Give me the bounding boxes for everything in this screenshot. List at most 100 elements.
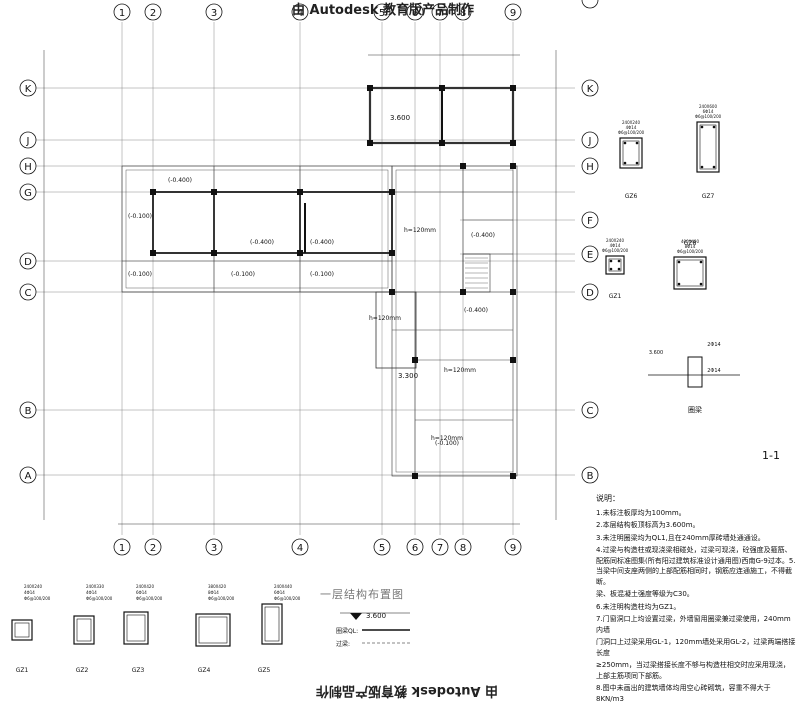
rebar-dot	[712, 165, 716, 169]
axis-bubble-bottom-label: 6	[412, 543, 418, 554]
column-name: GZ2	[76, 667, 89, 674]
axis-bubble-right-label: K	[587, 84, 594, 95]
axis-bubble-bottom-label: 4	[297, 543, 303, 554]
column-spec: 4Φ14	[610, 243, 621, 248]
axis-bubble-left-label: D	[24, 257, 32, 268]
axis-bubbles: 123456789123456789KJHGDCBAKJHFEDCBA	[19, 0, 599, 556]
axis-bubble-bottom-label: 5	[379, 543, 385, 554]
slab-thickness-label: h=120mm	[404, 227, 436, 234]
structural-column	[367, 140, 373, 146]
axis-bubble-right	[581, 283, 599, 301]
column-spec: 8Φ14	[685, 244, 696, 249]
ring-beam-top-rebar: 2Φ14	[707, 342, 720, 348]
axis-bubble-bottom	[504, 538, 522, 556]
axis-bubble-right-label: F	[587, 216, 593, 227]
structural-column	[389, 250, 395, 256]
slab-thickness-label: h=120mm	[369, 315, 401, 322]
structural-column	[412, 357, 418, 363]
axis-bubble-right	[581, 131, 599, 149]
structural-column	[389, 189, 395, 195]
axis-bubble-right-label: H	[586, 162, 594, 173]
column-section	[195, 613, 231, 647]
watermark-bottom: 由 Autodesk 教育版产品制作	[316, 683, 499, 698]
axis-bubble-top-label: 7	[437, 8, 443, 19]
slab-offset-label: (-0.400)	[310, 239, 334, 246]
axis-bubble-top	[406, 3, 424, 21]
column-section	[619, 137, 643, 169]
axis-bubble-bottom	[454, 538, 472, 556]
ring-beam-label: 圈梁	[688, 405, 702, 414]
ring-beam-section	[687, 356, 703, 388]
axis-bubble-bottom	[373, 538, 391, 556]
column-spec: 6Φ14	[274, 590, 285, 595]
column-spec: 240X240	[622, 120, 640, 125]
column-stirrup	[622, 140, 640, 166]
column-name: GZ1	[609, 293, 622, 300]
ring-beam-elev: 3.600	[649, 350, 663, 356]
structural-column	[510, 473, 516, 479]
axis-bubble-left	[19, 183, 37, 201]
axis-bubble-bottom-label: 9	[510, 543, 516, 554]
column-stirrup	[676, 259, 704, 287]
axis-bubble-bottom-label: 3	[211, 543, 217, 554]
design-notes: 说明： 1.未标注板厚均为100mm。 2.本层结构板顶标高为3.600m。 3…	[596, 494, 796, 706]
legend-elev-marker	[350, 613, 362, 620]
column-spec: Φ6@100/200	[136, 596, 163, 601]
column-stirrup	[76, 618, 92, 642]
axis-bubble-left	[19, 401, 37, 419]
axis-bubble-right-label: B	[587, 471, 594, 482]
stair-level-label: 3.300	[398, 372, 418, 380]
column-spec: Φ6@100/200	[86, 596, 113, 601]
slab-offset-label: (-0.400)	[464, 307, 488, 314]
rebar-dot	[700, 125, 704, 129]
axis-bubble-bottom-label: 8	[460, 543, 466, 554]
note-item: 7.门窗洞口上均设置过梁，外墙窗用圈梁兼过梁使用，240mm内墙	[596, 615, 791, 634]
plan-title: 一层结构布置图	[320, 588, 404, 601]
column-name: GZ1	[16, 667, 29, 674]
main-wing-inner	[125, 169, 389, 289]
column-spec: 6Φ14	[136, 590, 147, 595]
axis-bubble-top	[144, 3, 162, 21]
column-spec: Φ6@100/200	[274, 596, 301, 601]
axis-bubble-right-label: A	[587, 0, 594, 3]
rebar-dot	[677, 282, 681, 286]
column-spec: Φ6@100/200	[24, 596, 51, 601]
rebar-dot	[623, 161, 627, 165]
axis-bubble-left-label: B	[25, 406, 32, 417]
column-section	[73, 615, 95, 645]
column-stirrup	[14, 622, 30, 638]
section-label: 1-1	[762, 449, 780, 462]
axis-bubble-right	[581, 0, 599, 9]
dimension-lines	[43, 50, 557, 525]
rebar-dot	[712, 125, 716, 129]
note-item: 6.未注明构造柱均为GZ1。	[596, 602, 681, 611]
rebar-dot	[617, 267, 621, 271]
main-wing-outline	[121, 165, 393, 293]
rebar-dot	[609, 259, 613, 263]
notes-heading: 说明：	[596, 494, 620, 503]
axis-bubble-top	[504, 3, 522, 21]
structural-column	[510, 163, 516, 169]
axis-bubble-right-label: E	[587, 250, 593, 261]
column-spec: 240X420	[136, 584, 154, 589]
column-stirrup	[264, 606, 280, 642]
axis-bubble-bottom	[431, 538, 449, 556]
column-spec: 240X240	[24, 584, 42, 589]
stair-block	[462, 253, 491, 293]
axis-bubble-top-label: 9	[510, 8, 516, 19]
axis-grid	[30, 22, 575, 535]
column-section	[605, 255, 625, 275]
structural-column	[367, 85, 373, 91]
column-section	[123, 611, 149, 645]
structural-column	[460, 289, 466, 295]
axis-bubble-top	[291, 3, 309, 21]
column-spec: 4Φ14	[86, 590, 97, 595]
